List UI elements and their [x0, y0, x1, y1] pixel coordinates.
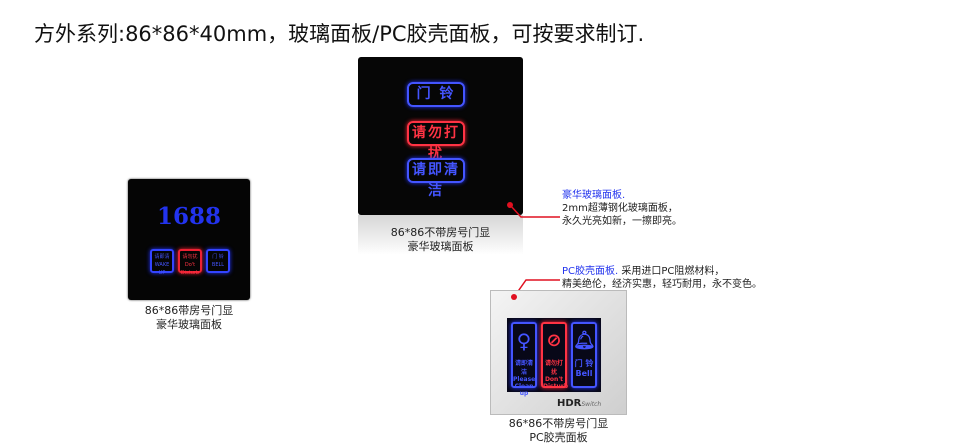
label-cn: 门 铃 [212, 254, 224, 260]
panel2-caption: 86*86不带房号门显 豪华玻璃面板 [358, 226, 523, 254]
page-title: 方外系列:86*86*40mm，玻璃面板/PC胶壳面板，可按要求制订. [34, 22, 645, 46]
label-cn: 请勿打扰 [544, 360, 563, 376]
brand-logo: HDRSwitch [557, 398, 601, 409]
label-cn: 请勿扰 [182, 254, 198, 260]
do-not-disturb-cell: ⊘ 请勿打扰 Don't Disturb [541, 322, 569, 390]
glass-note: 豪华玻璃面板. 2mm超薄钢化玻璃面板， 永久光亮如新，一擦即亮。 [562, 189, 682, 228]
caption-line: 86*86带房号门显 [144, 304, 234, 317]
wake-up-button: 请即清 WAKE UP [150, 249, 174, 276]
panel1-caption: 86*86带房号门显 豪华玻璃面板 [128, 304, 250, 332]
caption-line: 86*86不带房号门显 [390, 226, 491, 239]
label-cn: 请即清 [154, 254, 170, 260]
pc-panel: ♀ 请即清洁 Please Clean up ⊘ 请勿打扰 Don't Dist… [490, 290, 627, 415]
caption-line: 豪华玻璃面板 [407, 240, 474, 253]
bell-button: 门 铃 [407, 82, 465, 107]
clean-up-button: 请即清洁 [407, 158, 465, 199]
note-heading: 豪华玻璃面板. [562, 190, 626, 201]
pc-note: PC胶壳面板. 采用进口PC阻燃材料， 精美绝伦，经济实惠，轻巧耐用，永不变色。 [562, 265, 762, 291]
label-en: Don't [544, 376, 564, 383]
note-line: 永久光亮如新，一擦即亮。 [562, 216, 682, 227]
clean-up-cell: ♀ 请即清洁 Please Clean up [511, 322, 537, 397]
callout-dot [511, 294, 517, 300]
note-line: 采用进口PC阻燃材料， [621, 266, 725, 277]
room-number: 1688 [156, 203, 221, 230]
bell-button: 门 铃 BELL [206, 249, 230, 273]
caption-line: PC胶壳面板 [529, 431, 588, 444]
label-en: WAKE UP [154, 262, 170, 276]
label-en: Bell [575, 369, 593, 378]
bell-cell: 🔔︎ 门 铃 Bell [571, 322, 597, 388]
display: ♀ 请即清洁 Please Clean up ⊘ 请勿打扰 Don't Dist… [507, 318, 601, 397]
callout-line [509, 204, 560, 218]
bell-icon: 🔔︎ [573, 330, 596, 351]
label-en: Please [513, 376, 536, 383]
no-disturb-icon: ⊘ [546, 330, 562, 351]
label-en: Clean up [514, 383, 534, 397]
note-line: 2mm超薄钢化玻璃面板， [562, 203, 678, 214]
label-en: BELL [211, 262, 225, 268]
label-cn: 请即清洁 [514, 360, 533, 376]
label-en: Disturb [543, 383, 569, 390]
brand: HDR [557, 398, 582, 409]
panel3-caption: 86*86不带房号门显 PC胶壳面板 [490, 417, 627, 445]
brand-sub: Switch [581, 401, 602, 408]
panel-reflection [358, 215, 523, 255]
label-cn: 门 铃 [574, 359, 594, 368]
do-not-disturb-button: 请勿扰 Do't Disturb [178, 249, 202, 276]
glass-panel-with-room-number: 1688 请即清 WAKE UP 请勿扰 Do't Disturb 门 铃 BELL [128, 179, 250, 300]
cleaner-icon: ♀ [516, 329, 532, 353]
glass-panel: 门 铃 请勿打扰 请即清洁 [358, 57, 523, 215]
do-not-disturb-button: 请勿打扰 [407, 121, 465, 162]
note-line: 精美绝伦，经济实惠，轻巧耐用，永不变色。 [562, 279, 762, 290]
caption-line: 86*86不带房号门显 [508, 417, 609, 430]
caption-line: 豪华玻璃面板 [156, 318, 222, 331]
label-en: Do't Disturb [180, 262, 200, 276]
note-heading: PC胶壳面板. [562, 266, 619, 277]
